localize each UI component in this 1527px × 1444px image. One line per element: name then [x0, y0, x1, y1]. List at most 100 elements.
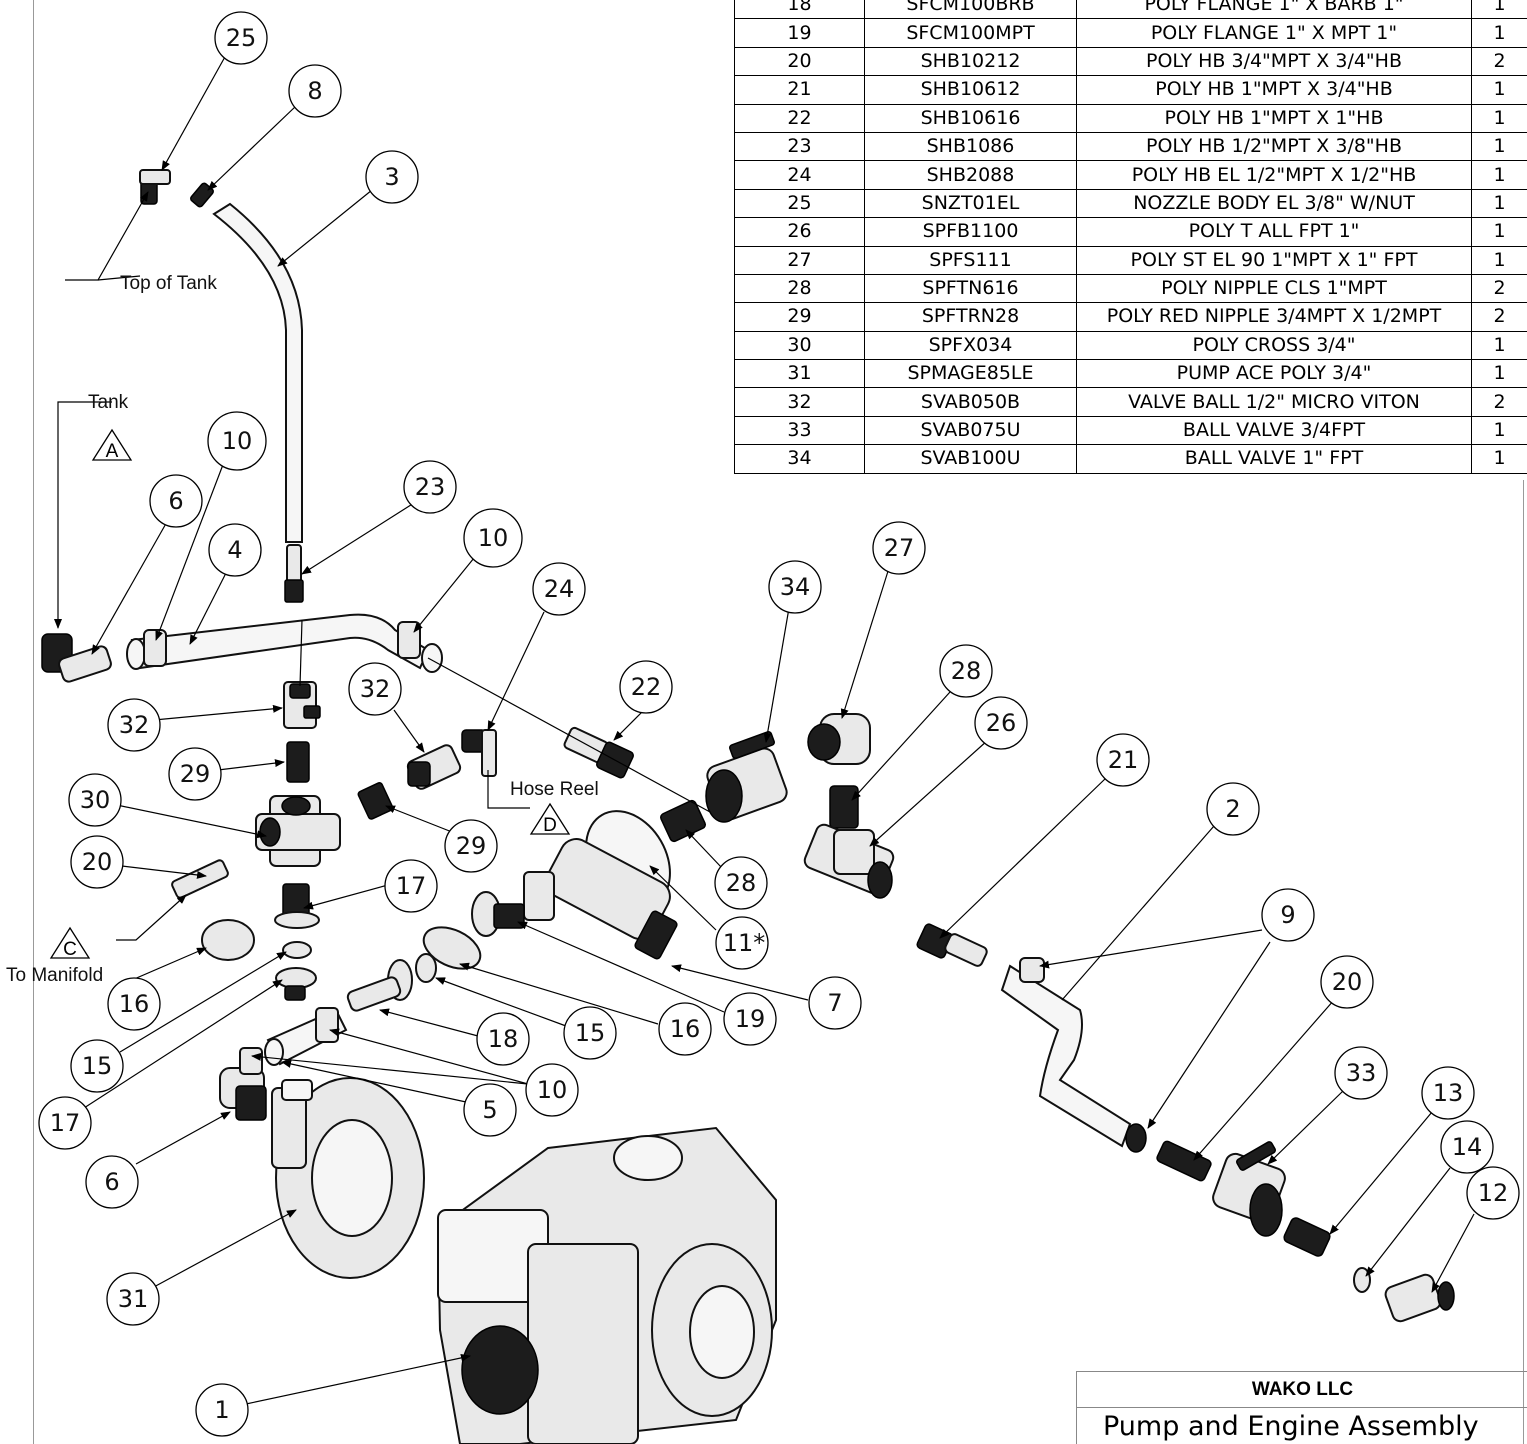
- bom-item-number: 31: [734, 359, 865, 389]
- svg-text:16: 16: [670, 1015, 701, 1043]
- balloon-11: 11*: [715, 916, 769, 970]
- bom-part-number: SNZT01EL: [864, 188, 1077, 219]
- part-street-elbow-27: [807, 713, 871, 765]
- part-line-strainer-11: [523, 810, 678, 960]
- bom-part-number: SPFB1100: [864, 217, 1077, 247]
- bom-part-number: SHB1086: [864, 131, 1077, 162]
- svg-text:4: 4: [227, 536, 242, 564]
- part-clamp-9-bottom: [1125, 1123, 1147, 1153]
- balloon-3: 3: [365, 150, 419, 204]
- balloon-20-right: 20: [1320, 955, 1374, 1009]
- bom-description: POLY CROSS 3/4": [1076, 330, 1472, 361]
- balloon-8: 8: [288, 64, 342, 118]
- part-adapter-13: [1283, 1217, 1331, 1257]
- svg-text:26: 26: [986, 709, 1017, 737]
- svg-text:30: 30: [80, 786, 111, 814]
- reference-marker-d: D: [529, 802, 571, 836]
- bom-item-number: 29: [734, 302, 865, 332]
- balloon-21: 21: [1096, 733, 1150, 787]
- part-hose-3: [212, 202, 303, 543]
- company-name: WAKO LLC: [1076, 1371, 1527, 1408]
- svg-text:32: 32: [360, 675, 391, 703]
- bom-quantity: 2: [1471, 273, 1527, 304]
- svg-text:13: 13: [1433, 1079, 1464, 1107]
- part-hose-barb-20-right: [1156, 1140, 1212, 1182]
- bom-quantity: 1: [1471, 75, 1527, 105]
- balloon-28-right: 28: [939, 644, 993, 698]
- annotations: Top of Tank Tank Hose Reel To Manifold A…: [6, 273, 599, 986]
- drawing-title: Pump and Engine Assembly: [1076, 1407, 1527, 1444]
- balloon-2: 2: [1206, 782, 1260, 836]
- svg-text:20: 20: [82, 848, 113, 876]
- part-ball-valve-34: [705, 730, 788, 823]
- bom-description: POLY HB 1/2"MPT X 3/8"HB: [1076, 131, 1472, 162]
- svg-text:10: 10: [537, 1076, 568, 1104]
- part-pump-31: [271, 1077, 425, 1279]
- bom-quantity: 1: [1471, 103, 1527, 133]
- svg-text:6: 6: [168, 487, 183, 515]
- bom-description: BALL VALVE 1" FPT: [1076, 444, 1472, 474]
- bom-part-number: SHB10212: [864, 46, 1077, 77]
- part-elbow-6-lower: [219, 1047, 267, 1121]
- reference-marker-c: C: [49, 926, 91, 960]
- part-tee-26: [803, 823, 895, 899]
- svg-text:12: 12: [1478, 1179, 1509, 1207]
- bom-description: POLY HB 1"MPT X 3/4"HB: [1076, 75, 1472, 105]
- bom-description: POLY ST EL 90 1"MPT X 1" FPT: [1076, 245, 1472, 275]
- svg-text:19: 19: [735, 1005, 766, 1033]
- svg-text:D: D: [543, 815, 557, 836]
- bom-quantity: 1: [1471, 160, 1527, 190]
- svg-text:25: 25: [226, 24, 257, 52]
- balloon-17-upper: 17: [384, 859, 438, 913]
- balloon-27: 27: [872, 521, 926, 575]
- bom-description: POLY HB 1"MPT X 1"HB: [1076, 103, 1472, 133]
- svg-text:18: 18: [488, 1025, 519, 1053]
- parts-layer: [41, 169, 1455, 1444]
- balloon-12: 12: [1466, 1166, 1520, 1220]
- svg-text:14: 14: [1452, 1133, 1483, 1161]
- bom-description: BALL VALVE 3/4FPT: [1076, 415, 1472, 446]
- bom-description: POLY HB EL 1/2"MPT X 1/2"HB: [1076, 160, 1472, 190]
- part-flange-18: [346, 959, 413, 1012]
- balloon-34: 34: [768, 560, 822, 614]
- bom-description: NOZZLE BODY EL 3/8" W/NUT: [1076, 188, 1472, 219]
- bom-item-number: 19: [734, 18, 865, 48]
- bom-item-number: 28: [734, 273, 865, 304]
- part-hose-barb-20-left: [171, 859, 229, 899]
- balloon-23: 23: [403, 460, 457, 514]
- balloon-25: 25: [214, 11, 268, 65]
- balloon-19: 19: [723, 992, 777, 1046]
- balloon-16-middle: 16: [658, 1002, 712, 1056]
- svg-text:15: 15: [82, 1052, 113, 1080]
- bom-part-number: SFCM100BRB: [864, 0, 1077, 20]
- part-hose-barb-21: [916, 923, 988, 967]
- bom-part-number: SPMAGE85LE: [864, 359, 1077, 389]
- svg-text:17: 17: [50, 1109, 81, 1137]
- bom-item-number: 25: [734, 188, 865, 219]
- bom-item-number: 24: [734, 160, 865, 190]
- part-clamp-10-right: [397, 621, 421, 659]
- bom-item-number: 26: [734, 217, 865, 247]
- bom-description: VALVE BALL 1/2" MICRO VITON: [1076, 387, 1472, 417]
- balloon-31: 31: [106, 1272, 160, 1326]
- bom-item-number: 34: [734, 444, 865, 474]
- svg-text:28: 28: [726, 869, 757, 897]
- balloon-13: 13: [1421, 1066, 1475, 1120]
- leader-lines: [54, 54, 1475, 1405]
- part-ball-valve-32-middle: [406, 744, 462, 790]
- part-clamp-10-left: [143, 629, 167, 667]
- part-nipple-29-left: [286, 741, 310, 783]
- bom-quantity: 1: [1471, 245, 1527, 275]
- balloon-10-lower: 10: [525, 1063, 579, 1117]
- note-to-manifold: To Manifold: [6, 965, 103, 986]
- svg-text:A: A: [106, 441, 119, 462]
- svg-text:8: 8: [307, 77, 322, 105]
